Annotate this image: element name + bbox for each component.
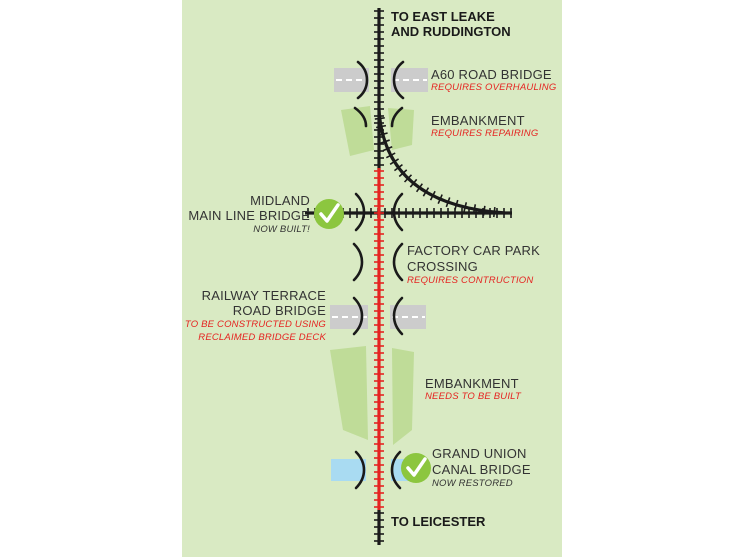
midland-right-bracket [392,192,404,232]
junction-curve-tie [382,145,393,152]
junction-curve-tie [398,169,408,178]
canal-name-line2: CANAL BRIDGE [432,462,531,477]
junction-curve-tie [493,207,496,218]
lower-embankment-shape [330,346,414,445]
a60-left-bracket [356,60,369,100]
junction-curve-tie [403,174,413,183]
canal-right-bracket [390,450,402,490]
emb1-name: EMBANKMENT [431,113,525,128]
junction-curve-tie [393,163,403,172]
emb1-right-bracket [390,106,404,128]
canal-left-bracket [354,450,366,490]
canal-check-icon [401,453,431,483]
destination-north-line1: TO EAST LEAKE [391,9,495,24]
factory-right-bracket [392,242,404,282]
midland-left-bracket [354,192,366,232]
junction-curve-tie [375,124,387,129]
a60-road-deck [334,68,428,92]
junction-curve-tie [437,194,443,205]
emb2-status: NEEDS TO BE BUILT [425,391,521,402]
junction-curve-tie [389,158,400,165]
map-background [182,0,562,557]
junction-curve-tie [379,139,390,145]
emb1-status: REQUIRES REPAIRING [431,128,539,139]
junction-curve-tie [454,199,459,210]
midland-name-line1: MIDLAND [250,193,310,208]
railway-right-bracket [392,296,404,336]
junction-curve-tie [463,202,468,213]
tracks [305,8,512,545]
destination-north-line2: AND RUDDINGTON [391,24,511,39]
canal-status: NOW RESTORED [432,478,513,489]
factory-status: REQUIRES CONTRUCTION [407,275,534,286]
railway-left-bracket [352,296,364,336]
junction-curve-tie [377,132,388,137]
bridge-brackets [352,60,405,490]
junction-curve-tie [415,183,423,193]
factory-name-line1: FACTORY CAR PARK [407,243,540,258]
canal-name-line1: GRAND UNION [432,446,527,461]
a60-name: A60 ROAD BRIDGE [431,67,552,82]
junction-curve-tie [422,187,430,197]
junction-curve-tie [385,152,396,159]
junction-curve-tie [472,204,477,215]
midland-status: NOW BUILT! [253,224,310,235]
midland-name-line2: MAIN LINE BRIDGE [188,208,310,223]
emb2-name: EMBANKMENT [425,376,519,391]
railway-name-line2: ROAD BRIDGE [232,303,326,318]
junction-curve-tie [482,205,486,216]
factory-name-line2: CROSSING [407,259,478,274]
destination-south: TO LEICESTER [391,514,486,529]
railway-status-line2: RECLAIMED BRIDGE DECK [198,332,326,343]
railway-name-line1: RAILWAY TERRACE [201,288,326,303]
midland-check-icon [314,199,344,229]
emb1-left-bracket [353,106,368,128]
a60-status: REQUIRES OVERHAULING [431,82,557,93]
junction-curve-tie [445,197,451,208]
junction-curve-tie [374,117,385,120]
factory-left-bracket [352,242,364,282]
a60-right-bracket [392,60,405,100]
junction-curve-tie [429,190,436,201]
junction-curve-tie [409,178,418,188]
railway-status-line1: TO BE CONSTRUCTED USING [184,319,326,330]
